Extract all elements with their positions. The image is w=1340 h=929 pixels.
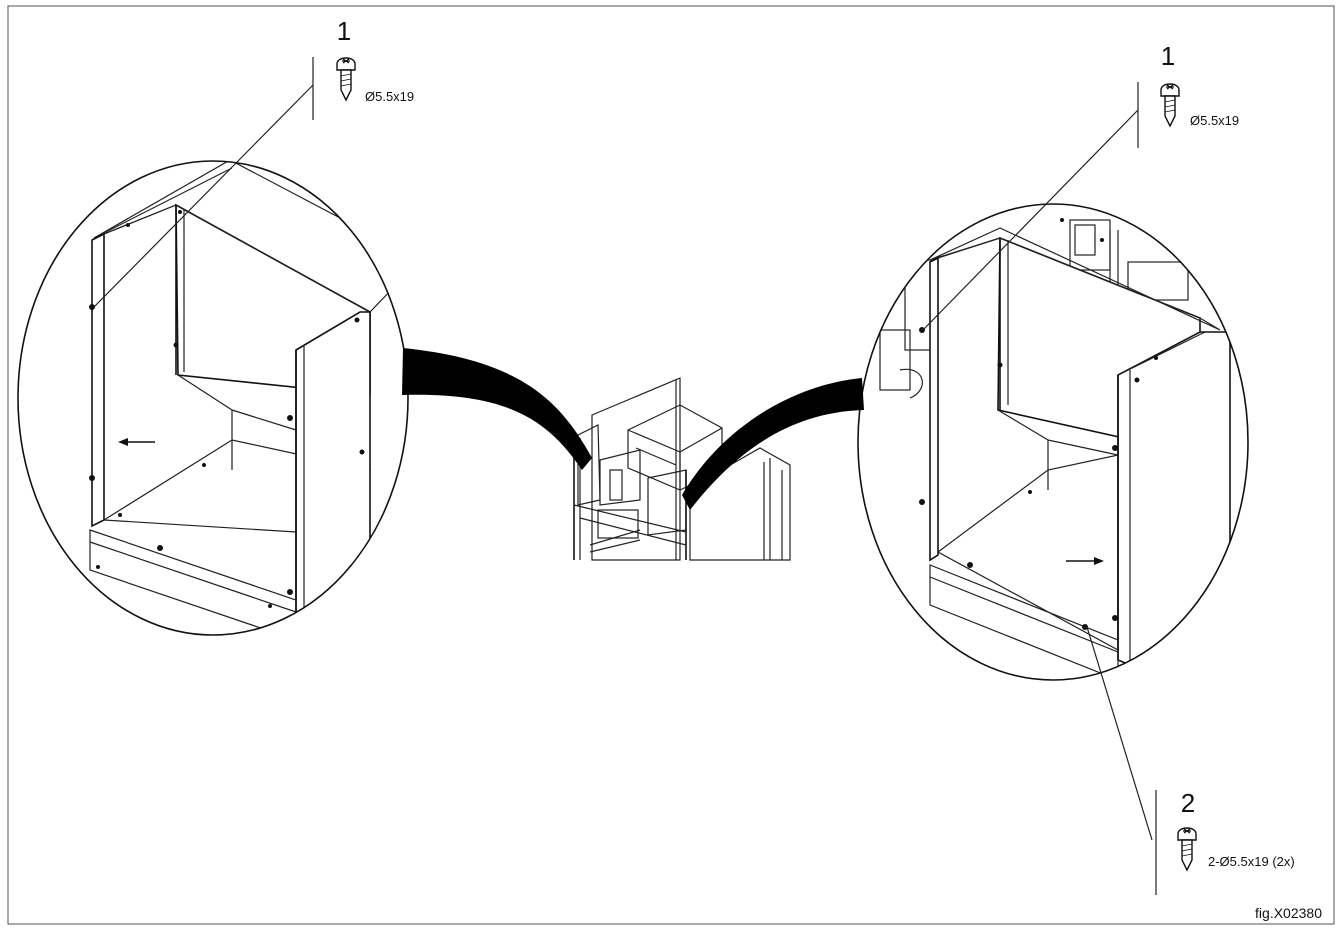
callout-right-top: 1 Ø5.5x19: [922, 41, 1239, 331]
page-frame: [7, 5, 1335, 925]
torx-screw-icon: [336, 57, 356, 101]
screw-size-label: Ø5.5x19: [1190, 113, 1239, 128]
callout-left-top: 1 Ø5.5x19: [93, 16, 414, 308]
figure-id: fig.X02380: [1255, 905, 1322, 921]
callout-number: 2: [1181, 788, 1195, 818]
left-detail-circle: [17, 160, 409, 636]
screw-size-label: Ø5.5x19: [365, 89, 414, 104]
torx-screw-icon: [1177, 827, 1197, 871]
left-connector-band: [402, 348, 592, 470]
right-detail-view: [857, 203, 1249, 681]
callout-number: 1: [1161, 41, 1175, 71]
torx-screw-icon: [1160, 83, 1180, 127]
direction-arrow-icon: [118, 438, 155, 446]
screw-size-label: 2-Ø5.5x19 (2x): [1208, 854, 1295, 869]
callout-right-bottom: 2 2-Ø5.5x19 (2x): [1086, 626, 1295, 895]
direction-arrow-icon: [1066, 557, 1104, 565]
center-machine-overview: [573, 377, 791, 561]
left-detail-view: [17, 160, 409, 636]
right-detail-circle: [857, 203, 1249, 681]
callout-number: 1: [337, 16, 351, 46]
right-connector-band: [682, 378, 864, 510]
